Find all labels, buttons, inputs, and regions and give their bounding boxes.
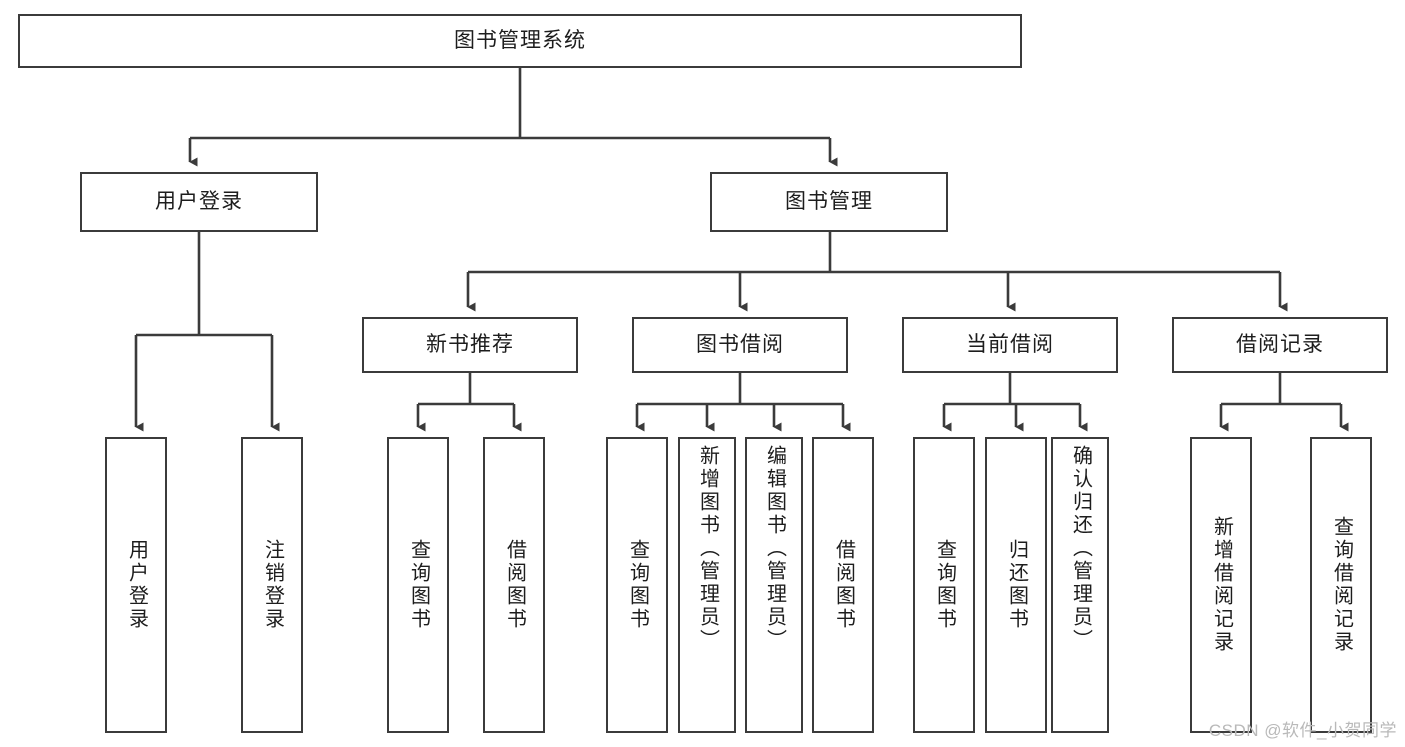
node-root-book-management-system[interactable]: 图书管理系统 [18,14,1022,68]
node-label: 新书推荐 [426,333,514,357]
node-label: 借阅图书 [832,539,855,631]
leaf-query-book-1[interactable]: 查询图书 [387,437,449,733]
node-label: 查询图书 [933,539,956,631]
node-book-borrowing[interactable]: 图书借阅 [632,317,848,373]
node-current-borrowing[interactable]: 当前借阅 [902,317,1118,373]
leaf-query-book-3[interactable]: 查询图书 [913,437,975,733]
leaf-user-login[interactable]: 用户登录 [105,437,167,733]
node-book-management[interactable]: 图书管理 [710,172,948,232]
node-label: 图书管理系统 [454,29,586,53]
node-label: 用户登录 [125,539,148,631]
node-borrowing-record[interactable]: 借阅记录 [1172,317,1388,373]
leaf-query-record[interactable]: 查询借阅记录 [1310,437,1372,733]
leaf-add-record[interactable]: 新增借阅记录 [1190,437,1252,733]
node-label: 归还图书 [1005,539,1028,631]
node-label: 编辑图书（管理员） [763,445,786,652]
leaf-confirm-return[interactable]: 确认归还（管理员） [1051,437,1109,733]
node-user-login[interactable]: 用户登录 [80,172,318,232]
node-label: 查询图书 [626,539,649,631]
leaf-borrow-book-1[interactable]: 借阅图书 [483,437,545,733]
node-label: 注销登录 [261,539,284,631]
leaf-add-book-admin[interactable]: 新增图书（管理员） [678,437,736,733]
node-label: 查询图书 [407,539,430,631]
node-label: 图书管理 [785,190,873,214]
leaf-query-book-2[interactable]: 查询图书 [606,437,668,733]
node-label: 用户登录 [155,190,243,214]
node-label: 图书借阅 [696,333,784,357]
node-label: 新增借阅记录 [1210,516,1233,654]
node-label: 新增图书（管理员） [696,445,719,652]
leaf-edit-book-admin[interactable]: 编辑图书（管理员） [745,437,803,733]
node-label: 查询借阅记录 [1330,516,1353,654]
node-label: 借阅记录 [1236,333,1324,357]
csdn-watermark: CSDN @软件_小贺同学 [1208,721,1397,740]
node-label: 确认归还（管理员） [1069,445,1092,652]
node-new-book-recommendation[interactable]: 新书推荐 [362,317,578,373]
node-label: 借阅图书 [503,539,526,631]
leaf-return-book[interactable]: 归还图书 [985,437,1047,733]
leaf-borrow-book-2[interactable]: 借阅图书 [812,437,874,733]
node-label: 当前借阅 [966,333,1054,357]
leaf-logout-login[interactable]: 注销登录 [241,437,303,733]
